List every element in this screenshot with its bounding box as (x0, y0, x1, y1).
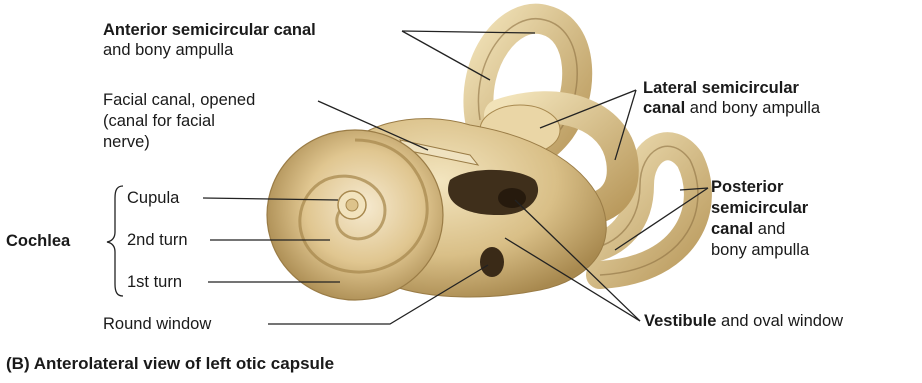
figure-caption: (B) Anterolateral view of left otic caps… (6, 354, 334, 374)
label-posterior-line4: bony ampulla (711, 241, 809, 259)
label-anterior-rest: and bony ampulla (103, 41, 233, 59)
label-anterior-bold: Anterior semicircular canal (103, 21, 316, 39)
label-lateral-bold2: canal (643, 99, 685, 117)
label-lateral-bold1: Lateral semicircular (643, 79, 799, 97)
label-facial-line3: nerve) (103, 133, 150, 151)
label-round-window: Round window (103, 314, 211, 334)
cochlea-bracket (107, 186, 123, 296)
label-posterior-bold3: canal (711, 220, 753, 238)
label-vestibule-bold: Vestibule (644, 312, 716, 330)
label-anterior-canal: Anterior semicircular canal and bony amp… (103, 20, 316, 60)
label-facial-line2: (canal for facial (103, 112, 215, 130)
label-cupula: Cupula (127, 188, 179, 208)
label-vestibule: Vestibule and oval window (644, 311, 843, 331)
label-cochlea: Cochlea (6, 231, 70, 251)
label-facial-canal: Facial canal, opened (canal for facial n… (103, 90, 255, 153)
oval-window (498, 188, 526, 208)
label-facial-line1: Facial canal, opened (103, 91, 255, 109)
label-lateral-rest: and bony ampulla (685, 99, 820, 117)
label-posterior-bold1: Posterior (711, 178, 783, 196)
round-window-opening (480, 247, 504, 277)
label-posterior-rest3: and (753, 220, 785, 238)
label-posterior-canal: Posterior semicircular canal and bony am… (711, 177, 809, 261)
label-vestibule-rest: and oval window (716, 312, 843, 330)
label-cochlea-text: Cochlea (6, 232, 70, 250)
label-1st-turn: 1st turn (127, 272, 182, 292)
cochlea-shell (267, 130, 443, 300)
label-posterior-bold2: semicircular (711, 199, 808, 217)
label-2nd-turn: 2nd turn (127, 230, 188, 250)
label-lateral-canal: Lateral semicircular canal and bony ampu… (643, 78, 820, 118)
